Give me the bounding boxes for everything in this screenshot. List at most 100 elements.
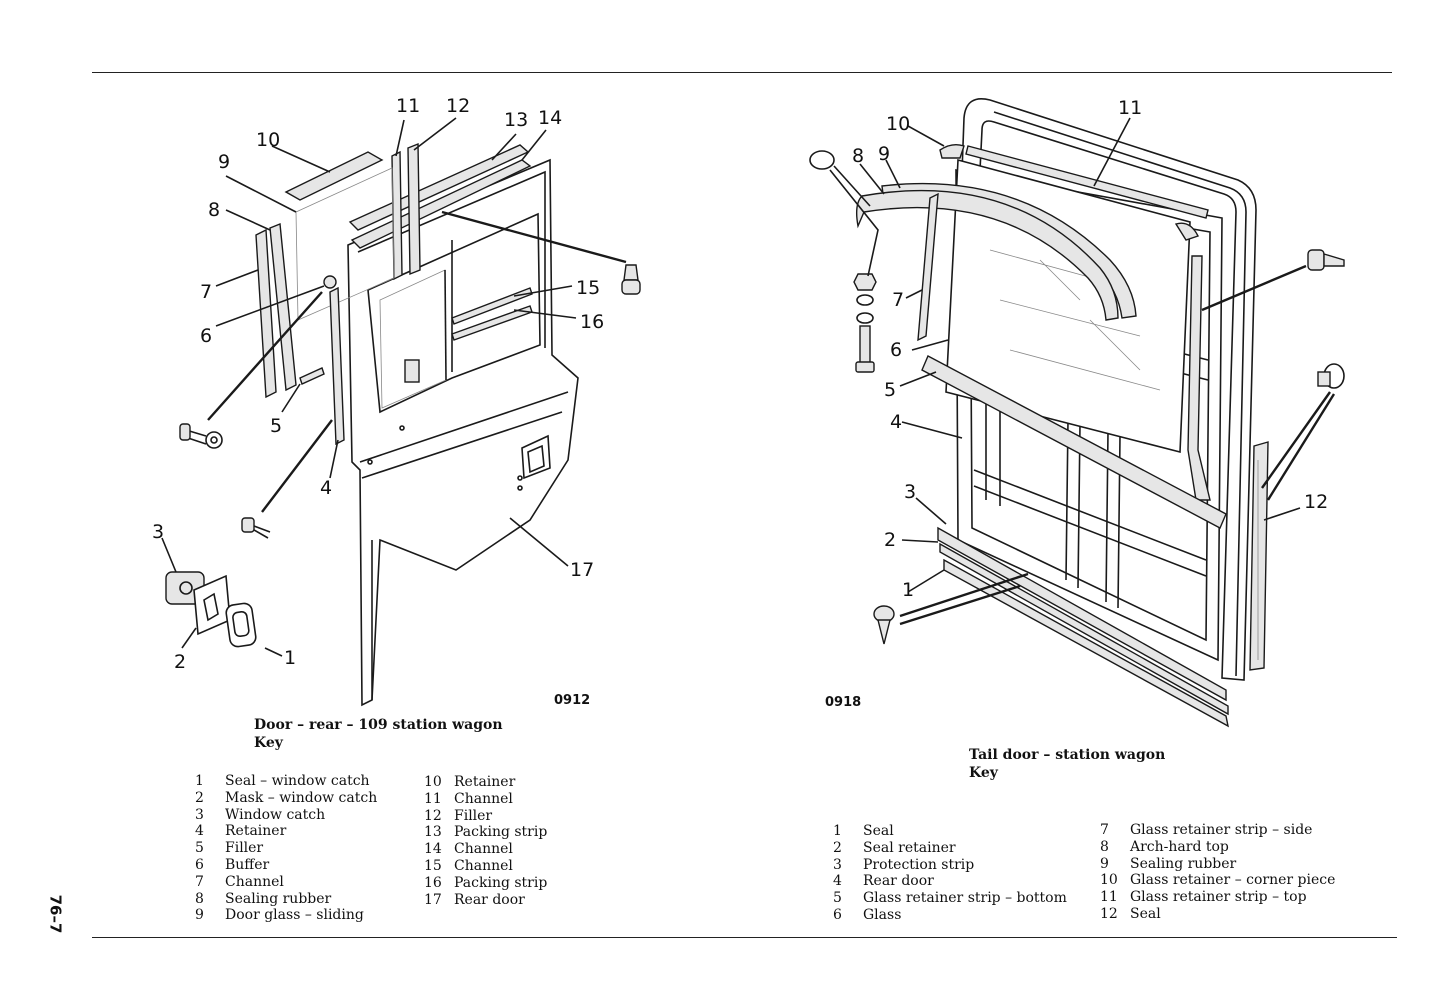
- channel-15: [451, 287, 533, 325]
- callout-r-7: 7: [892, 289, 904, 311]
- callout-r-2: 2: [884, 529, 896, 551]
- screw-bottom-left: [873, 605, 895, 645]
- tail-door-diagram: 1 2 3 4 5 6 7 8 9 10 11 12: [809, 97, 1345, 728]
- callout-7: 7: [200, 281, 212, 303]
- filler-12: [407, 142, 421, 276]
- callout-16: 16: [580, 311, 604, 333]
- callout-8: 8: [208, 199, 220, 221]
- callout-r-8: 8: [852, 145, 864, 167]
- callout-r-3: 3: [904, 481, 916, 503]
- left-figure-number: 0912: [554, 693, 591, 708]
- screw-right: [621, 264, 641, 295]
- right-caption-key: Key: [969, 765, 998, 781]
- callout-10: 10: [256, 129, 280, 151]
- glass-retainer-strip-bottom-5: [921, 355, 1227, 529]
- page-number: 76–7: [46, 894, 65, 934]
- leader-lines-right: [829, 117, 1336, 626]
- glass-retainer-corner-piece-right: [1174, 222, 1199, 241]
- right-figure-number: 0918: [825, 695, 862, 710]
- callout-r-4: 4: [890, 411, 902, 433]
- right-caption: Tail door – station wagon Key: [969, 746, 1165, 782]
- glass-retainer-strip-side-right: [1187, 255, 1211, 501]
- seal-1: [943, 558, 1229, 728]
- protection-strip-3: [937, 526, 1227, 702]
- callout-6: 6: [200, 325, 212, 347]
- callout-17: 17: [570, 559, 594, 581]
- callout-r-11: 11: [1118, 97, 1142, 119]
- screw-left-upper: [179, 423, 223, 449]
- callout-5: 5: [270, 415, 282, 437]
- callout-4: 4: [320, 477, 332, 499]
- callout-r-9: 9: [878, 143, 890, 165]
- left-caption-title: Door – rear – 109 station wagon: [254, 717, 503, 733]
- callout-9: 9: [218, 151, 230, 173]
- callout-r-6: 6: [890, 339, 902, 361]
- door-outer-frame: [961, 98, 1257, 681]
- callout-13: 13: [504, 109, 528, 131]
- glass-6: [945, 158, 1191, 454]
- stud-top-left: [809, 150, 835, 170]
- screw-right-upper: [1307, 249, 1345, 271]
- right-caption-title: Tail door – station wagon: [969, 747, 1166, 763]
- callout-15: 15: [576, 277, 600, 299]
- channel-7: [255, 228, 277, 399]
- glass-retainer-corner-10: [939, 143, 965, 159]
- callout-r-10: 10: [886, 113, 910, 135]
- bottom-rule: [92, 937, 1397, 938]
- rear-door-diagram: 1 2 3 4 5 6 7 8 9 10 11 12 13 14 15 16 1…: [152, 95, 641, 707]
- retainer-4: [329, 286, 345, 446]
- top-rule: [92, 72, 1392, 73]
- seal-window-catch-1: [225, 602, 257, 648]
- callouts-right: 1 2 3 4 5 6 7 8 9 10 11 12: [852, 97, 1328, 601]
- callouts-left: 1 2 3 4 5 6 7 8 9 10 11 12 13 14 15 16 1…: [152, 95, 604, 673]
- callout-r-1: 1: [902, 579, 914, 601]
- callout-11: 11: [396, 95, 420, 117]
- left-caption: Door – rear – 109 station wagon Key: [254, 716, 503, 752]
- screw-left-lower: [241, 517, 271, 539]
- filler-5: [299, 367, 325, 385]
- callout-12: 12: [446, 95, 470, 117]
- callout-r-5: 5: [884, 379, 896, 401]
- callout-r-12: 12: [1304, 491, 1328, 513]
- seal-12: [1249, 441, 1269, 671]
- callout-3: 3: [152, 521, 164, 543]
- buffer-6: [323, 275, 337, 289]
- seal-retainer-2: [939, 542, 1229, 716]
- stud-right: [1317, 363, 1345, 389]
- glass-retainer-strip-side-7: [917, 192, 939, 342]
- left-caption-key: Key: [254, 735, 283, 751]
- glass-retainer-strip-top-11: [965, 145, 1209, 219]
- callout-14: 14: [538, 107, 562, 129]
- retainer-10: [284, 151, 384, 201]
